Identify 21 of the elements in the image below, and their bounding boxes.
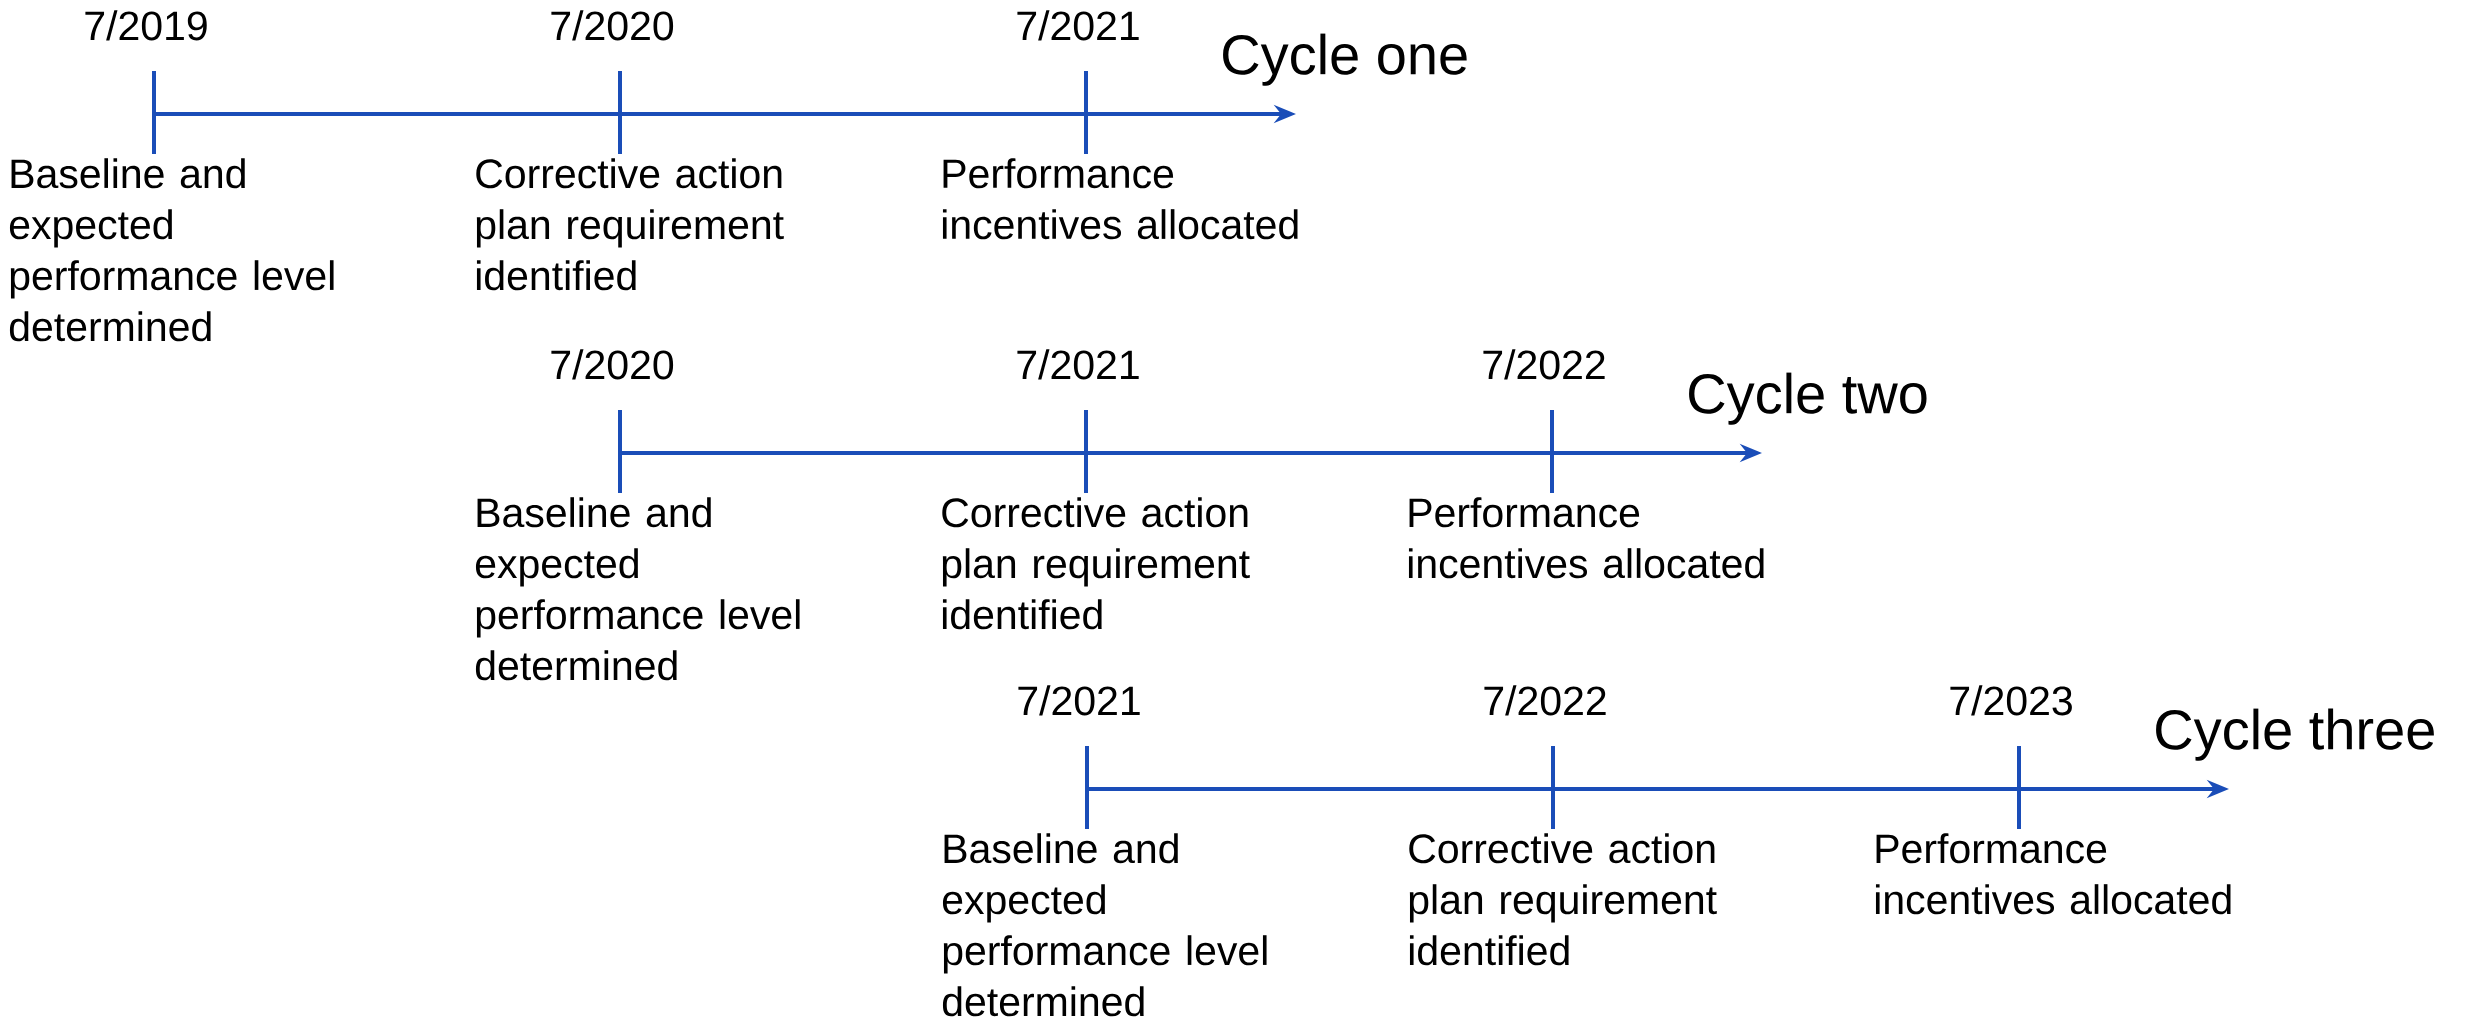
date-label: 7/2022	[1484, 685, 1606, 716]
cycle-label: Cycle one	[1223, 33, 1467, 86]
date-label: 7/2019	[85, 10, 207, 41]
milestone-text: Performance incentives allocated	[1875, 833, 2231, 915]
date-label: 7/2020	[551, 10, 674, 41]
milestone-text: Corrective action plan requirement identified	[1409, 833, 1717, 966]
date-label: 7/2020	[551, 349, 674, 380]
milestone-text: Performance incentives allocated	[942, 158, 1298, 240]
date-label: 7/2021	[1017, 349, 1139, 380]
cycle-label: Cycle two	[1689, 372, 1927, 425]
date-label: 7/2022	[1483, 349, 1605, 380]
milestone-text: Baseline and expected performance level determined	[9, 158, 334, 342]
milestone-text: Baseline and expected performance level determined	[942, 833, 1267, 1017]
date-label: 7/2021	[1018, 685, 1140, 716]
milestone-text: Performance incentives allocated	[1408, 497, 1764, 579]
date-label: 7/2023	[1950, 685, 2072, 716]
milestone-text: Corrective action plan requirement identified	[942, 497, 1250, 630]
cycle-label: Cycle three	[2156, 708, 2434, 761]
milestone-text: Corrective action plan requirement identified	[476, 158, 784, 291]
date-label: 7/2021	[1017, 10, 1139, 41]
milestone-text: Baseline and expected performance level determined	[475, 497, 800, 681]
